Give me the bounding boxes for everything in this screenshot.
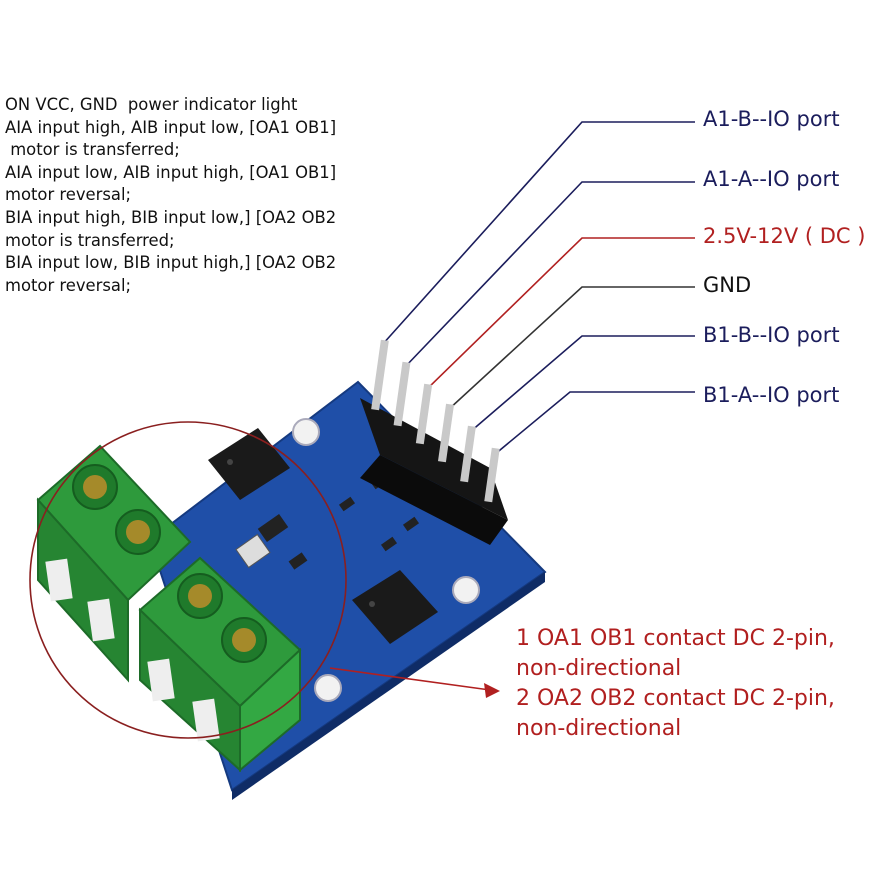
leader-line-b1a: [493, 391, 695, 456]
description-line: motor is transferred;: [5, 140, 180, 160]
terminal-block-1: [36, 444, 192, 683]
pin-label-gnd: GND: [703, 273, 752, 297]
terminal-block-2: [138, 556, 302, 773]
smd-component: [257, 513, 289, 543]
description-line: ON VCC, GND power indicator light: [5, 95, 298, 114]
pin-label-b1a: B1-A--IO port: [703, 383, 840, 407]
mounting-hole: [452, 576, 480, 604]
contact-description: 1 OA1 OB1 contact DC 2-pin, non-directio…: [516, 624, 835, 744]
description-line: motor reversal;: [5, 275, 132, 295]
pin-label-vcc: 2.5V-12V ( DC ): [703, 224, 866, 248]
mounting-hole: [292, 418, 320, 446]
leader-line-a1a: [403, 181, 695, 369]
description-line: BIA input low, BIB input high,] [OA2 OB2: [5, 253, 337, 273]
smd-component: [338, 496, 356, 512]
pin-label-a1b: A1-B--IO port: [703, 107, 840, 131]
pin-header: [360, 339, 508, 545]
contact-line: 1 OA1 OB1 contact DC 2-pin,: [516, 626, 835, 651]
pin-leader-lines: [381, 121, 695, 456]
driver-chip-2: [352, 570, 438, 644]
smd-component: [288, 552, 308, 570]
contact-line: 2 OA2 OB2 contact DC 2-pin,: [516, 686, 835, 711]
leader-line-gnd: [447, 286, 695, 411]
pin-label-a1a: A1-A--IO port: [703, 167, 840, 191]
leader-line-a1b: [381, 121, 695, 346]
description-line: motor is transferred;: [5, 230, 175, 250]
smd-component: [380, 536, 398, 552]
description-line: BIA input high, BIB input low,] [OA2 OB2: [5, 207, 337, 227]
mounting-hole: [314, 674, 342, 702]
leader-line-b1b: [469, 335, 695, 433]
function-description: ON VCC, GND power indicator light AIA in…: [5, 94, 405, 297]
smd-component: [235, 533, 271, 569]
contact-line: non-directional: [516, 716, 682, 741]
smd-component: [402, 516, 420, 532]
description-line: motor reversal;: [5, 185, 132, 205]
description-line: AIA input high, AIB input low, [OA1 OB1]: [5, 117, 337, 137]
terminal-highlight-circle: [29, 421, 347, 739]
description-line: AIA input low, AIB input high, [OA1 OB1]: [5, 162, 337, 182]
driver-chip-1: [208, 428, 290, 500]
pin-label-b1b: B1-B--IO port: [703, 323, 840, 347]
contact-line: non-directional: [516, 656, 682, 681]
contact-arrow-head: [484, 683, 500, 698]
leader-line-vcc: [425, 237, 695, 391]
contact-arrow-line: [329, 667, 491, 691]
